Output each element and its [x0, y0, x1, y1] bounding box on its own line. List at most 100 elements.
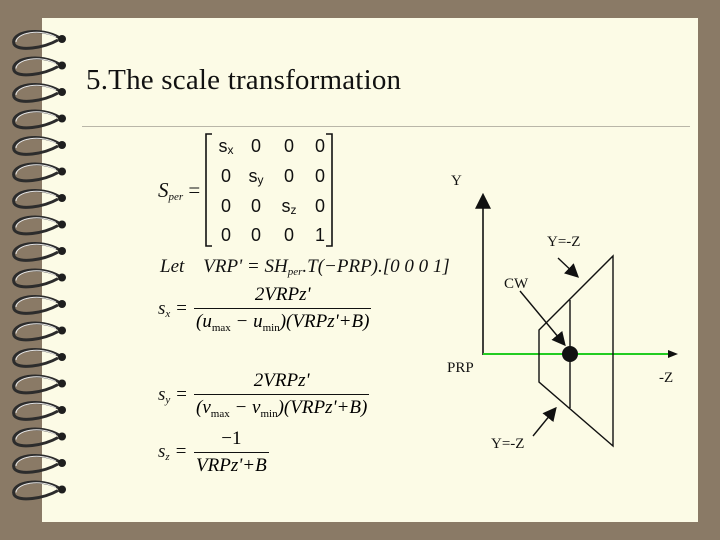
matrix-brackets — [205, 133, 333, 247]
matrix-lhs-symbol: S — [158, 178, 169, 202]
spiral-ring-highlight — [15, 323, 57, 334]
sy-den-left: (v — [196, 397, 211, 418]
spiral-ring-highlight — [15, 137, 57, 149]
sy-lhs: sy = — [158, 384, 188, 406]
sy-den-min: min — [260, 408, 278, 420]
matrix-cell: 0 — [314, 196, 325, 216]
spiral-hole — [58, 141, 66, 149]
sx-den-mid: − u — [230, 311, 263, 332]
spiral-hole — [58, 379, 66, 388]
top-plane-arrow — [557, 257, 580, 278]
frustum-outline — [538, 254, 614, 448]
bottom-plane-label: Y=-Z — [491, 436, 525, 452]
cw-pointer-arrow — [519, 290, 566, 347]
vrp-equation: Let VRP' = SHper.T(−PRP).[0 0 0 1] — [160, 256, 450, 278]
spiral-hole — [58, 35, 66, 43]
matrix-cell: 0 — [220, 166, 231, 186]
matrix-lhs-subscript: per — [168, 191, 184, 203]
spiral-hole — [58, 459, 66, 467]
top-plane-label: Y=-Z — [547, 234, 581, 250]
sy-fraction-bar — [194, 394, 370, 395]
sx-den-min: min — [262, 322, 280, 334]
sz-fraction-bar — [194, 452, 269, 453]
spiral-hole — [58, 220, 66, 229]
sy-numerator: 2VRPz' — [253, 370, 310, 391]
spiral-ring-highlight — [15, 58, 57, 69]
spiral-ring-highlight — [15, 429, 57, 440]
spiral-hole — [58, 273, 66, 282]
matrix-cell: 0 — [283, 166, 294, 186]
vrp-subscript: per — [287, 266, 303, 278]
spiral-ring-highlight — [15, 349, 57, 361]
neg-z-label: -Z — [659, 370, 674, 386]
sy-den-right: )(VRPz'+B) — [277, 397, 368, 418]
slide-paper — [42, 18, 698, 522]
spiral-ring-highlight — [15, 270, 57, 281]
spiral-ring-highlight — [15, 111, 57, 122]
matrix-cell: 0 — [250, 136, 261, 156]
spiral-ring-highlight — [15, 164, 57, 175]
prp-label: PRP — [447, 360, 474, 376]
matrix-cell: 0 — [314, 136, 325, 156]
sx-den-left: (u — [196, 311, 212, 332]
sy-symbol: s — [158, 384, 166, 405]
sx-subscript: x — [165, 308, 171, 320]
spiral-ring-highlight — [15, 402, 57, 414]
matrix-cell: 0 — [283, 136, 294, 156]
matrix-cell: sx — [218, 136, 234, 157]
spiral-hole — [58, 485, 66, 494]
matrix-cell: 0 — [250, 225, 261, 245]
spiral-ring-highlight — [15, 217, 57, 228]
spiral-hole — [58, 432, 66, 441]
sz-numerator: −1 — [221, 428, 242, 449]
vrp-rest: .T(−PRP).[0 0 0 1] — [302, 256, 450, 277]
spiral-ring-highlight — [15, 84, 57, 96]
sz-denominator: VRPz'+B — [196, 455, 267, 476]
spiral-ring-highlight — [15, 31, 57, 43]
sz-symbol: s — [158, 441, 166, 462]
sy-subscript: y — [165, 394, 171, 406]
spiral-hole — [58, 353, 66, 361]
spiral-hole — [58, 167, 66, 176]
sx-den-right: )(VRPz'+B) — [279, 311, 370, 332]
sz-subscript: z — [165, 451, 170, 463]
sz-fraction: −1 VRPz'+B — [194, 428, 269, 477]
spiral-ring-highlight — [15, 190, 57, 202]
matrix-cell: 0 — [314, 166, 325, 186]
sx-numerator: 2VRPz' — [254, 284, 311, 305]
sx-symbol: s — [158, 298, 166, 319]
sx-fraction: 2VRPz' (umax − umin)(VRPz'+B) — [194, 284, 372, 334]
spiral-ring-highlight — [15, 482, 57, 493]
matrix-cell: sz — [281, 196, 297, 217]
title-divider — [82, 126, 690, 127]
sx-fraction-bar — [194, 308, 372, 309]
sx-denominator: (umax − umin)(VRPz'+B) — [194, 311, 371, 334]
cw-dot-icon — [562, 346, 578, 362]
let-word: Let — [160, 256, 185, 277]
spiral-hole — [58, 61, 66, 70]
spiral-hole — [58, 300, 66, 308]
z-axis-arrowhead — [668, 350, 678, 358]
spiral-ring-highlight — [15, 455, 57, 467]
spiral-rings — [12, 30, 66, 501]
spiral-hole — [58, 406, 66, 414]
matrix-cell: 1 — [314, 225, 325, 245]
matrix-equals: = — [188, 178, 201, 202]
matrix-lhs: Sper = — [158, 178, 200, 203]
sy-den-max: max — [210, 408, 230, 420]
cw-label: CW — [504, 276, 529, 292]
spiral-ring-highlight — [15, 296, 57, 308]
sx-lhs: sx = — [158, 298, 188, 320]
sy-den-mid: − v — [229, 397, 261, 418]
sx-den-max: max — [211, 322, 231, 334]
spiral-hole — [58, 114, 66, 123]
matrix-cell: 0 — [220, 225, 231, 245]
sz-lhs: sz = — [158, 441, 188, 463]
bottom-plane-arrow — [532, 406, 557, 437]
sy-denominator: (vmax − vmin)(VRPz'+B) — [194, 397, 369, 420]
spiral-ring-highlight — [15, 376, 57, 387]
slide-title: 5.The scale transformation — [86, 64, 402, 96]
spiral-ring-highlight — [15, 243, 57, 255]
matrix-cell: 0 — [283, 225, 294, 245]
matrix-cell: 0 — [250, 196, 261, 216]
